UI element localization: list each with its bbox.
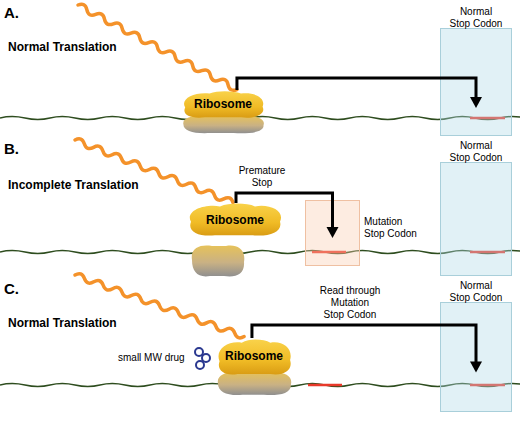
panel-letter: C.: [4, 280, 19, 297]
stop-codon-heading: Normal Stop Codon: [440, 6, 512, 30]
mutation-band: [305, 200, 360, 266]
ribosome-shape: [213, 338, 295, 396]
panel-title: Incomplete Translation: [8, 178, 139, 192]
panel-title: Normal Translation: [8, 316, 117, 330]
panel-letter: B.: [4, 140, 19, 157]
trna-wave-path: [74, 137, 234, 205]
stop-codon-segment: [308, 384, 342, 387]
trna-wave: [74, 137, 234, 205]
stop-codon-box: Normal Stop Codon: [440, 6, 512, 136]
mutation-stop-codon-box: Mutation Stop Codon: [305, 200, 360, 266]
stop-codon-band: [440, 28, 512, 136]
ribosome: Ribosome: [185, 203, 285, 237]
ribosome: Ribosome: [213, 338, 295, 396]
ribosome-label: Ribosome: [178, 90, 268, 117]
small-subunit: [192, 246, 245, 277]
arrow-head: [470, 361, 482, 372]
stop-codon-box: Normal Stop Codon: [440, 280, 512, 412]
stop-codon-box: Normal Stop Codon: [440, 140, 512, 276]
drug-symbol: [202, 354, 210, 362]
stop-codon-heading: Normal Stop Codon: [440, 280, 512, 304]
mutation-heading: Mutation Stop Codon: [364, 216, 420, 240]
drug-symbol: [196, 361, 204, 369]
stop-codon-heading: Normal Stop Codon: [440, 140, 512, 164]
arrow-line: [237, 78, 476, 98]
flow-arrow: [237, 78, 482, 108]
arrow-label: Read through Mutation Stop Codon: [319, 285, 381, 321]
ribosome-shape: [178, 90, 268, 134]
panel-title: Normal Translation: [8, 40, 117, 54]
arrow-head: [327, 227, 339, 238]
stop-codon-band: [440, 162, 512, 276]
arrow-line: [236, 193, 333, 228]
drug-symbol: [195, 348, 203, 356]
ribosome: Ribosome: [178, 90, 268, 134]
arrow-label: Premature Stop: [232, 165, 292, 189]
panel-letter: A.: [4, 4, 19, 21]
ribosome-label: Ribosome: [213, 338, 295, 374]
drug-label: small MW drug: [118, 352, 185, 363]
flow-arrow: [252, 325, 482, 372]
ribosome-label: Ribosome: [185, 203, 285, 237]
small-subunit: [183, 116, 264, 133]
small-subunit: [218, 372, 291, 395]
flow-arrow: [236, 193, 339, 238]
stop-codon-band: [440, 302, 512, 412]
arrow-line: [252, 325, 476, 362]
arrow-head: [470, 97, 482, 108]
